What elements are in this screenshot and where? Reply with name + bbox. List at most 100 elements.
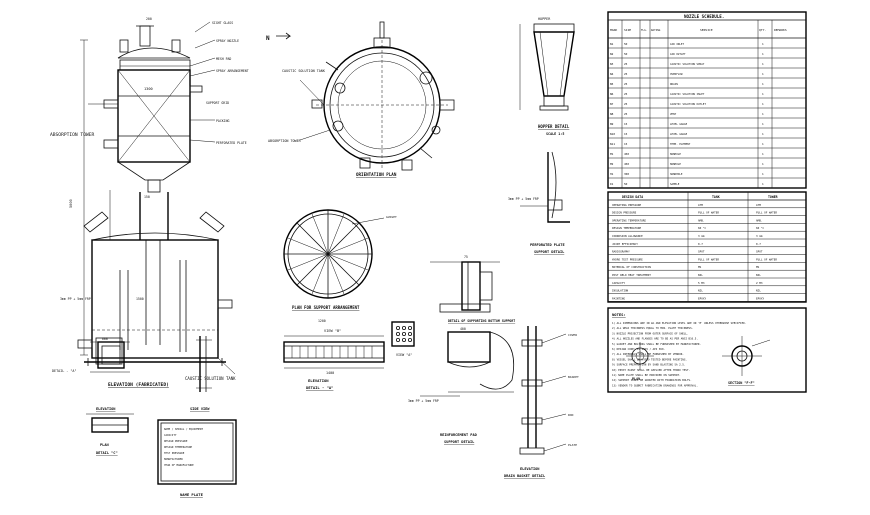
note-line: 9) SURFACE PREPARATION BY SAND BLASTING … [612,363,685,367]
design-cell: MS [756,265,760,269]
view-a-grid [391,321,415,347]
dim-d3: 600 [102,337,108,341]
side-view-detail [196,336,212,392]
design-cell: CAPACITY [612,281,625,285]
section-ff-detail [722,336,771,376]
nozzle-cell: 1 [762,82,764,86]
nozzle-cell: H1 [610,172,614,176]
design-cell: 0.7 [756,242,761,246]
hopper-detail [519,23,575,111]
north-arrow-icon [276,32,292,40]
nozzle-cell: 450 [624,152,629,156]
nozzle-cell: N6 [610,92,614,96]
name-plate: NAME / SERIAL / EQUIPMENT CAPACITY DESIG… [157,419,237,485]
nozzle-cell: 1 [762,112,764,116]
section-ff-title: SECTION "F-F" [728,381,755,385]
nozzle-cell: CAUSTIC SOLUTION INLET [670,92,705,96]
design-cell: FULL OF WATER [756,257,777,261]
nozzle-cell: N2 [610,52,614,56]
design-cell: 3 mm [756,234,763,238]
nozzle-cell: 1 [762,122,764,126]
name-plate-line: CAPACITY [164,433,177,437]
nozzle-cell: N8 [610,112,614,116]
nozzle-cell: VENT [670,112,677,116]
nozzle-cell: DRAIN [670,82,678,86]
nozzle-cell: 1 [762,102,764,106]
nozzle-cell: 15 [624,122,628,126]
dim-d9: 1400 [326,371,334,375]
design-cell: 2 M3 [756,281,763,285]
nozzle-cell: MANHOLE [670,152,681,156]
nozzle-cell: 25 [624,82,628,86]
design-cell: NIL [698,273,703,277]
hopper-detail-title: HOPPER DETAIL [538,124,570,129]
design-cell: HYDRO TEST PRESSURE [612,257,643,261]
nozzle-cell: 1 [762,72,764,76]
design-cell: FULL OF WATER [698,211,719,215]
elevation-fabricated-title: ELEVATION (FABRICATED) [108,382,169,388]
note-line: 11) NAME PLATE SHALL BE PROVIDED ON SUPP… [612,373,681,377]
nozzle-cell: 1 [762,152,764,156]
callout-packing: PACKING [216,119,230,123]
nozzle-cell: MANHOLE [670,162,681,166]
plan-c-title: PLAN [100,443,109,447]
note-line: 8) VESSEL SHALL BE HYDRO TESTED BEFORE P… [612,357,687,361]
plan-c-detail [86,413,134,433]
design-cell: EPOXY [756,296,764,300]
design-cell: SPOT [756,250,763,254]
notes-frame [607,307,807,393]
design-cell: POST WELD HEAT TREATMENT [612,273,651,277]
design-cell: MATERIAL OF CONSTRUCTION [612,265,651,269]
callout-sight-glass: SIGHT GLASS [212,21,233,25]
nozzle-cell: 1 [762,52,764,56]
detail-a-elevation [283,335,385,369]
perforated-plate-support [520,151,570,223]
nozzle-cell: 450 [624,162,629,166]
basket-detail-title: DRAIN BASKET DETAIL [504,474,546,478]
design-header: TANK [712,195,720,199]
nozzle-cell: AIR INLET [670,42,684,46]
design-cell: 60 °C [698,226,706,230]
elevation-small-title: ELEVATION [96,407,115,411]
design-cell: ATM [756,203,761,207]
support-arrangement-plan [283,209,385,299]
design-cell: OPERATING TEMPERATURE [612,218,646,222]
nozzle-cell: 15 [624,132,628,136]
nozzle-cell: 50 [624,52,628,56]
nozzle-cell: CAUSTIC SOLUTION SPRAY [670,62,705,66]
design-cell: SPOT [698,250,705,254]
nozzle-cell: N4 [610,72,614,76]
callout-gusset: GUSSET [386,215,397,219]
nozzle-cell: N1 [610,42,614,46]
plan-f-detail [626,342,654,370]
nozzle-cell: 1 [762,162,764,166]
nozzle-cell: 25 [624,112,628,116]
nozzle-cell: 1 [762,172,764,176]
nozzle-cell: N9 [610,122,614,126]
dim-d8: 3mm PP + 5mm FRP [60,297,91,301]
nozzle-header: SERVICE [700,28,713,32]
callout-plate: PLATE [568,443,577,447]
nozzle-cell: N11 [610,142,615,146]
view-b-label: VIEW "B" [324,329,341,333]
design-cell: INSULATION [612,289,629,293]
design-cell: ATM [698,203,703,207]
dim-d7: 150 [144,195,150,199]
nozzle-cell: TEMP. ELEMENT [670,142,691,146]
callout-hopper: HOPPER [538,17,551,21]
support-detail-2-title: SUPPORT DETAIL [444,440,475,444]
orientation-plan [299,21,455,171]
nozzle-schedule-headers: MARK SIZE FLG. RATING SERVICE QTY. REMAR… [610,28,787,32]
nozzle-cell: M2 [610,162,614,166]
nozzle-cell: M1 [610,152,614,156]
nozzle-cell: 1 [762,142,764,146]
nozzle-cell: OVERFLOW [670,72,683,76]
callout-rod: ROD [568,413,574,417]
design-cell: EPOXY [698,296,706,300]
real-elevation-detail [90,341,130,373]
design-cell: NIL [756,289,761,293]
orientation-plan-title: ORIENTATION PLAN [356,172,397,177]
callout-spray-arrangement: SPRAY ARRANGEMENT [216,69,249,73]
